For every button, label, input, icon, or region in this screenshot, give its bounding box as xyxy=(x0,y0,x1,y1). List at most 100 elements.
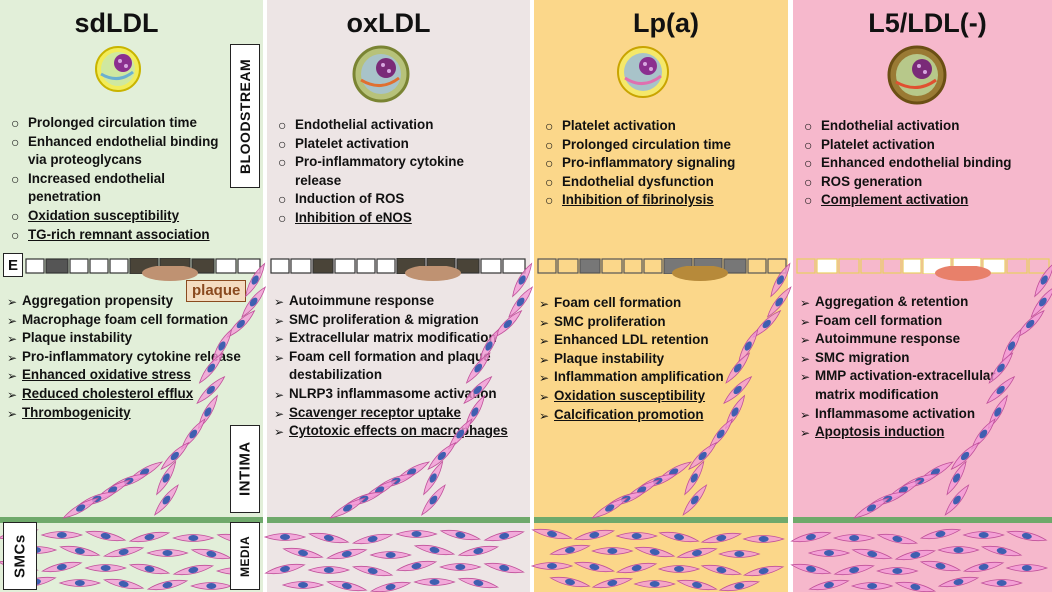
circle-bullet-icon: ○ xyxy=(11,226,20,243)
arrow-bullet-icon: ➢ xyxy=(274,425,285,440)
panel-title: sdLDL xyxy=(74,8,159,38)
plaque-shape xyxy=(672,266,728,281)
plaque-label: plaque xyxy=(186,280,247,302)
list-item: ➢SMC proliferation & migration xyxy=(273,311,513,330)
list-item: ➢SMC migration xyxy=(799,349,1019,368)
circle-bullet-icon: ○ xyxy=(804,155,813,172)
list-item: ○Inhibition of eNOS xyxy=(278,209,412,226)
circle-bullet-icon: ○ xyxy=(11,133,20,150)
list-item: ➢Plaque instability xyxy=(538,350,758,369)
list-item: ➢Scavenger receptor uptake xyxy=(273,404,513,423)
panel-title: Lp(a) xyxy=(633,8,699,38)
panel-background xyxy=(267,0,530,592)
list-item: ➢Enhanced oxidative stress xyxy=(6,366,256,385)
circle-bullet-icon: ○ xyxy=(545,136,554,153)
list-item: ➢NLRP3 inflammasome activation xyxy=(273,385,513,404)
plaque-shape xyxy=(142,266,198,281)
list-item: ○Endothelial activation xyxy=(804,118,960,134)
list-item: ○Endothelial dysfunction xyxy=(545,173,714,190)
circle-bullet-icon: ○ xyxy=(804,173,813,190)
list-item: ○Oxidation susceptibility xyxy=(11,207,180,224)
arrow-bullet-icon: ➢ xyxy=(539,371,550,386)
arrow-bullet-icon: ➢ xyxy=(7,313,18,328)
arrow-bullet-icon: ➢ xyxy=(274,387,285,402)
plaque-shape xyxy=(405,266,461,281)
panel-title: L5/LDL(-) xyxy=(868,8,987,38)
circle-bullet-icon: ○ xyxy=(545,118,554,134)
list-item: ➢Autoimmune response xyxy=(273,292,513,311)
arrow-bullet-icon: ➢ xyxy=(274,332,285,347)
arrow-bullet-icon: ➢ xyxy=(539,408,550,423)
intima-label: INTIMA xyxy=(230,425,260,513)
intima-effects-list: ➢Aggregation & retention ➢Foam cell form… xyxy=(799,293,1019,442)
list-item: ➢Aggregation propensity xyxy=(6,292,256,311)
circle-bullet-icon: ○ xyxy=(545,192,554,209)
oxldl-particle-icon xyxy=(352,45,410,103)
circle-bullet-icon: ○ xyxy=(11,115,20,131)
arrow-bullet-icon: ➢ xyxy=(539,334,550,349)
circle-bullet-icon: ○ xyxy=(278,135,287,152)
list-item: ○Pro-inflammatory cytokine release xyxy=(278,154,464,188)
bloodstream-label: BLOODSTREAM xyxy=(230,44,260,188)
list-item: ○Prolonged circulation time xyxy=(545,136,731,153)
arrow-bullet-icon: ➢ xyxy=(539,297,550,311)
arrow-bullet-icon: ➢ xyxy=(800,407,811,422)
circle-bullet-icon: ○ xyxy=(804,118,813,134)
arrow-bullet-icon: ➢ xyxy=(539,315,550,330)
list-item: ○Complement activation xyxy=(804,192,969,209)
bloodstream-effects-list: ○Platelet activation ○Prolonged circulat… xyxy=(544,117,759,210)
list-item: ○Enhanced endothelial binding xyxy=(804,155,1012,172)
arrow-bullet-icon: ➢ xyxy=(7,406,18,421)
list-item: ➢Oxidation susceptibility xyxy=(538,387,758,406)
list-item: ○TG-rich remnant association xyxy=(11,226,210,243)
arrow-bullet-icon: ➢ xyxy=(7,350,18,365)
list-item: ○Pro-inflammatory signaling xyxy=(545,155,736,172)
media-label: MEDIA xyxy=(230,522,260,590)
list-item: ○Prolonged circulation time xyxy=(11,115,197,131)
smcs-label: SMCs xyxy=(3,522,37,590)
list-item: ➢Foam cell formation xyxy=(538,294,758,313)
arrow-bullet-icon: ➢ xyxy=(274,313,285,328)
sdldl-particle-icon xyxy=(95,46,141,92)
list-item: ➢Foam cell formation xyxy=(799,312,1019,331)
bloodstream-effects-list: ○Endothelial activation ○Platelet activa… xyxy=(803,117,1043,210)
circle-bullet-icon: ○ xyxy=(545,155,554,172)
list-item: ○ROS generation xyxy=(804,173,923,190)
arrow-bullet-icon: ➢ xyxy=(800,370,811,385)
list-item: ○Endothelial activation xyxy=(278,117,434,133)
endothelium-layer xyxy=(25,258,261,274)
bloodstream-effects-list: ○Endothelial activation ○Platelet activa… xyxy=(277,116,477,228)
intima-effects-list: ➢Foam cell formation ➢SMC proliferation … xyxy=(538,294,758,424)
panel-background xyxy=(534,0,788,592)
lpa-particle-icon xyxy=(617,46,669,98)
arrow-bullet-icon: ➢ xyxy=(800,333,811,348)
intima-effects-list: ➢Aggregation propensity ➢Macrophage foam… xyxy=(6,292,256,422)
circle-bullet-icon: ○ xyxy=(545,173,554,190)
arrow-bullet-icon: ➢ xyxy=(800,296,811,310)
list-item: ➢Autoimmune response xyxy=(799,330,1019,349)
circle-bullet-icon: ○ xyxy=(278,191,287,208)
arrow-bullet-icon: ➢ xyxy=(274,295,285,309)
list-item: ➢Cytotoxic effects on macrophages xyxy=(273,422,513,441)
arrow-bullet-icon: ➢ xyxy=(274,406,285,421)
intima-effects-list: ➢Autoimmune response ➢SMC proliferation … xyxy=(273,292,513,441)
list-item: ➢MMP activation-extracellular matrix mod… xyxy=(800,368,996,402)
endothelium-layer xyxy=(796,258,1050,274)
arrow-bullet-icon: ➢ xyxy=(800,351,811,366)
endothelium-layer xyxy=(537,258,787,274)
circle-bullet-icon: ○ xyxy=(278,117,287,133)
arrow-bullet-icon: ➢ xyxy=(7,295,18,309)
arrow-bullet-icon: ➢ xyxy=(7,332,18,347)
circle-bullet-icon: ○ xyxy=(11,207,20,224)
arrow-bullet-icon: ➢ xyxy=(274,350,285,365)
bloodstream-effects-list: ○Prolonged circulation time ○Enhanced en… xyxy=(10,114,232,244)
panel-oxldl: oxLDL ○Endothelial activation ○Platelet … xyxy=(267,0,530,592)
circle-bullet-icon: ○ xyxy=(804,136,813,153)
list-item: ➢Foam cell formation and plaque destabil… xyxy=(274,348,491,383)
arrow-bullet-icon: ➢ xyxy=(7,369,18,384)
list-item: ➢Inflammasome activation xyxy=(799,405,1019,424)
endothelium-label: E xyxy=(3,253,23,277)
list-item: ➢Aggregation & retention xyxy=(799,293,1019,312)
arrow-bullet-icon: ➢ xyxy=(539,389,550,404)
panel-l5-ldl: L5/LDL(-) ○Endothelial activation ○Plate… xyxy=(793,0,1052,592)
